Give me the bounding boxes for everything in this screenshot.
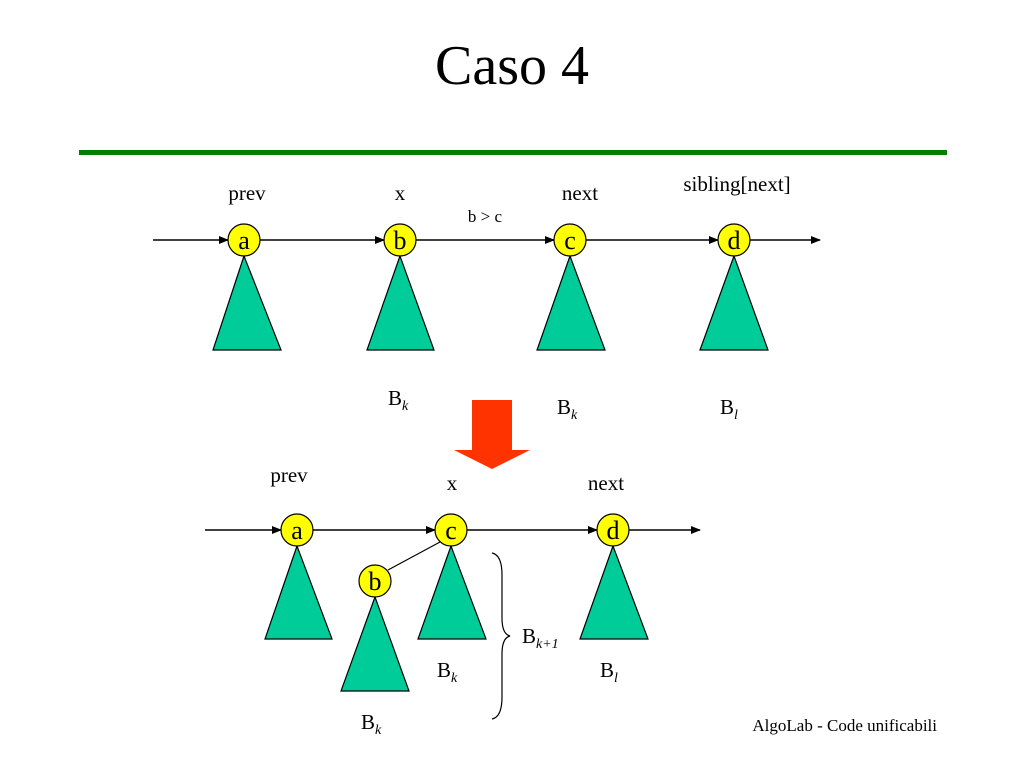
bottom-edge-c-b	[387, 541, 441, 571]
bottom-label-x: x	[447, 471, 458, 495]
top-label-sibling: sibling[next]	[683, 172, 790, 196]
top-node-a: a	[227, 223, 261, 257]
top-tree-label-c: Bk	[557, 395, 578, 423]
bottom-tree-d	[579, 544, 649, 640]
top-node-c-label: c	[564, 226, 576, 255]
bottom-tree-b	[340, 595, 410, 692]
bottom-node-b-label: b	[369, 567, 382, 596]
top-node-b: b	[383, 223, 417, 257]
bottom-label-next: next	[588, 471, 624, 495]
merge-brace	[491, 552, 511, 720]
bottom-node-b: b	[358, 564, 392, 598]
title-rule	[79, 150, 947, 155]
top-node-d: d	[717, 223, 751, 257]
bottom-node-c-label: c	[445, 516, 457, 545]
bottom-node-d-label: d	[607, 516, 620, 545]
top-tree-d	[699, 254, 769, 351]
bottom-tree-label-b: Bk	[361, 710, 382, 738]
top-tree-label-b: Bk	[388, 386, 409, 414]
top-label-prev: prev	[228, 181, 266, 205]
transform-arrow	[454, 400, 530, 469]
bottom-node-a: a	[280, 513, 314, 547]
bottom-tree-label-merged: Bk+1	[522, 624, 559, 652]
bottom-node-c: c	[434, 513, 468, 547]
slide-title: Caso 4	[435, 35, 589, 97]
top-tree-a	[212, 254, 282, 351]
bottom-node-a-label: a	[291, 516, 303, 545]
bottom-tree-a	[264, 544, 333, 640]
top-node-c: c	[553, 223, 587, 257]
top-tree-b	[366, 254, 435, 351]
slide-footer: AlgoLab - Code unificabili	[752, 716, 937, 735]
top-condition: b > c	[468, 207, 503, 226]
bottom-node-d: d	[596, 513, 630, 547]
top-node-b-label: b	[394, 226, 407, 255]
top-node-a-label: a	[238, 226, 250, 255]
top-label-x: x	[395, 181, 406, 205]
top-node-d-label: d	[728, 226, 741, 255]
bottom-tree-label-c: Bk	[437, 658, 458, 686]
top-tree-c	[536, 254, 606, 351]
bottom-tree-label-d: Bl	[600, 658, 618, 686]
bottom-label-prev: prev	[270, 463, 308, 487]
top-tree-label-d: Bl	[720, 395, 738, 423]
top-label-next: next	[562, 181, 598, 205]
bottom-tree-c	[417, 544, 487, 640]
